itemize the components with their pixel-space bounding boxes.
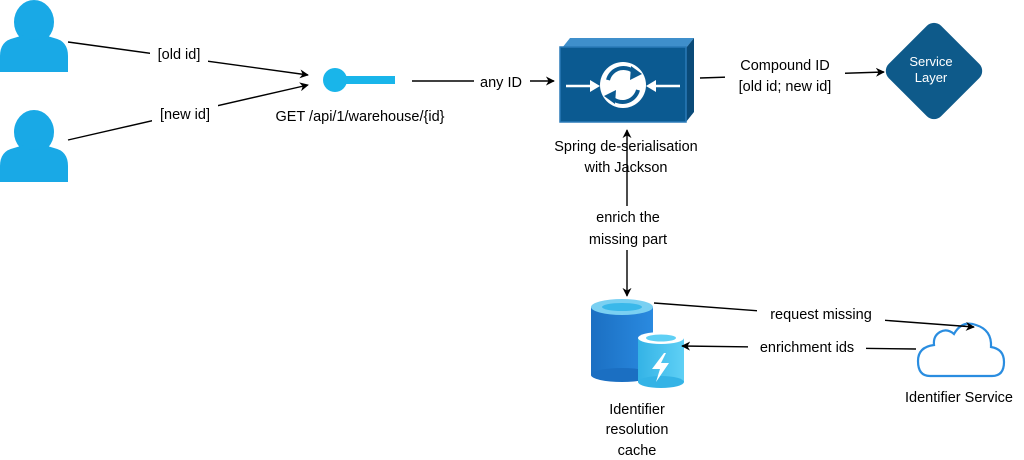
cache-label-line1: Identifier xyxy=(609,402,665,418)
user-icon-bottom xyxy=(0,110,68,182)
endpoint-label: GET /api/1/warehouse/{id} xyxy=(275,109,444,125)
deserialiser-label-line2: with Jackson xyxy=(583,160,667,176)
edge-label-new-id: [new id] xyxy=(160,107,210,123)
user-icon-top xyxy=(0,0,68,72)
edge-label-any-id: any ID xyxy=(480,75,522,91)
edge-label-request-missing: request missing xyxy=(770,307,872,323)
edge-label-enrich-line2: missing part xyxy=(589,232,667,248)
cache-label-line2: resolution xyxy=(606,422,669,438)
service-layer-node xyxy=(885,22,983,120)
edge-label-enrichment-ids: enrichment ids xyxy=(760,340,854,356)
edge-label-old-id: [old id] xyxy=(158,47,201,63)
cache-lightning-icon xyxy=(638,332,684,388)
service-layer-label-line1: Service xyxy=(909,54,952,69)
deserialiser-label-line1: Spring de-serialisation xyxy=(554,139,697,155)
sync-arrows-icon xyxy=(600,62,646,108)
cache-label-line3: cache xyxy=(618,443,657,459)
service-layer-label-line2: Layer xyxy=(915,70,948,85)
edge-label-compound-id-line1: Compound ID xyxy=(740,58,829,74)
edge-label-compound-id-line2: [old id; new id] xyxy=(739,79,832,95)
identifier-service-label: Identifier Service xyxy=(905,390,1013,406)
edge-label-enrich-line1: enrich the xyxy=(596,210,660,226)
api-endpoint-icon xyxy=(323,68,395,92)
cloud-icon xyxy=(916,322,1006,378)
deserialiser-component xyxy=(559,38,694,123)
